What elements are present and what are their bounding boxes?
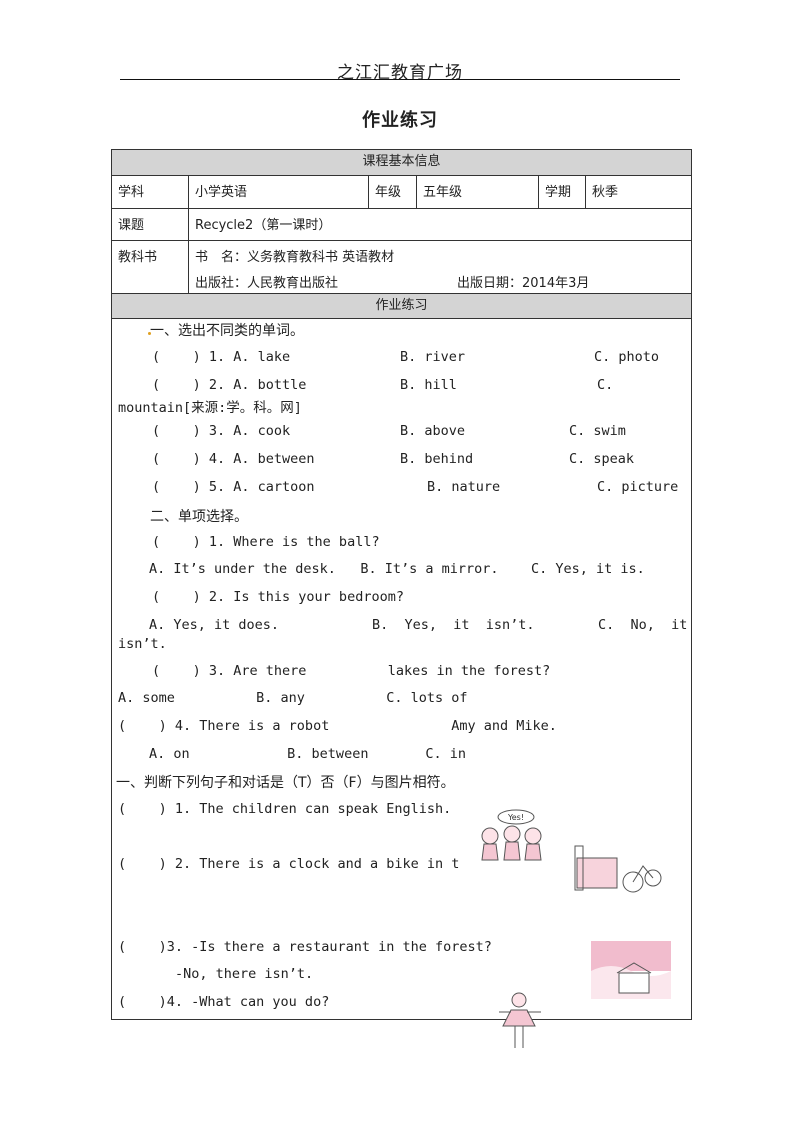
part2-heading: 二、单项选择。 [150,509,248,525]
subject-row: 学科 小学英语 年级 五年级 学期 秋季 [112,176,691,209]
book-name: 书 名：义务教育教科书 英语教材 [195,250,395,265]
site-header: 之江汇教育广场 [337,63,463,83]
p1-q1-b: B. river [400,349,466,365]
p1-q4-b: B. behind [400,451,474,467]
p3-q3-answer: -No, there isn’t. [175,966,314,982]
homework-section-title: 作业练习 [375,298,428,313]
p1-q5-c: C. picture [597,479,679,495]
p2-q4-options: A. on B. between C. in [149,746,466,762]
p3-q2: ( ) 2. There is a clock and a bike in t [118,856,460,872]
subject-label: 学科 [112,176,189,208]
p1-q2-c: C. [597,377,614,393]
header-divider [120,79,680,80]
part1-heading: 一、选出不同类的单词。 [150,323,304,339]
p1-q3: ( ) 3. A. cook [152,423,291,439]
page-title: 作业练习 [362,110,438,131]
speech-bubble-text: Yes! [507,813,524,822]
topic-label: 课题 [112,209,189,240]
grade-value: 五年级 [417,176,539,208]
p3-q4: ( )4. -What can you do? [118,994,330,1010]
textbook-details: 书 名：义务教育教科书 英语教材 出版社：人民教育出版社 出版日期：2014年3… [189,241,689,293]
p1-q4: ( ) 4. A. between [152,451,315,467]
girl-picture [499,992,541,1048]
topic-value: Recycle2（第一课时） [195,218,332,233]
p2-q2-wrap: isn’t. [118,636,167,652]
bullet-mark [148,332,151,335]
term-value: 秋季 [592,185,619,200]
p3-q1: ( ) 1. The children can speak English. [118,801,452,817]
homework-section-header: 作业练习 [112,294,691,319]
subject-value: 小学英语 [189,176,369,208]
topic-row: 课题 Recycle2（第一课时） [112,209,691,241]
p1-q5: ( ) 5. A. cartoon [152,479,315,495]
forest-picture [591,941,671,999]
textbook-row: 教科书 书 名：义务教育教科书 英语教材 出版社：人民教育出版社 出版日期：20… [112,241,691,294]
info-section-header: 课程基本信息 [112,150,691,176]
p1-q5-b: B. nature [427,479,501,495]
p1-q1: ( ) 1. A. lake [152,349,291,365]
p2-q2: ( ) 2. Is this your bedroom? [152,589,404,605]
homework-table: 课程基本信息 学科 小学英语 年级 五年级 学期 秋季 课题 Recycle2（… [111,149,692,1020]
p1-q3-c: C. swim [569,423,626,439]
p2-q2-opt-b: B. Yes, it isn’t. [372,617,535,633]
p1-q1-c: C. photo [594,349,660,365]
p2-q2-opt-a: A. Yes, it does. [149,617,280,633]
p1-q2-wrap: mountain[来源:学。科。网] [118,400,302,416]
p2-q2-opt-c: C. No, it [598,617,688,633]
part3-heading: 一、判断下列句子和对话是（T）否（F）与图片相符。 [116,775,455,791]
room-bike-picture [574,845,662,893]
p2-q3: ( ) 3. Are there lakes in the forest? [152,663,551,679]
p2-q1: ( ) 1. Where is the ball? [152,534,380,550]
p1-q2: ( ) 2. A. bottle [152,377,307,393]
p1-q2-b: B. hill [400,377,457,393]
p1-q3-b: B. above [400,423,466,439]
p3-q3: ( )3. -Is there a restaurant in the fore… [118,939,492,955]
publication-date: 出版日期：2014年3月 [457,276,590,291]
publisher: 出版社：人民教育出版社 [195,276,339,291]
p2-q4: ( ) 4. There is a robot Amy and Mike. [118,718,557,734]
info-section-title: 课程基本信息 [362,154,441,169]
children-picture: Yes! [481,809,542,861]
publisher-line: 出版社：人民教育出版社 出版日期：2014年3月 [195,272,683,291]
term-label: 学期 [539,176,586,208]
grade-label: 年级 [369,176,417,208]
p2-q3-options: A. some B. any C. lots of [118,690,468,706]
p1-q4-c: C. speak [569,451,635,467]
p2-q1-options: A. It’s under the desk. B. It’s a mirror… [149,561,645,577]
textbook-label: 教科书 [112,241,189,293]
